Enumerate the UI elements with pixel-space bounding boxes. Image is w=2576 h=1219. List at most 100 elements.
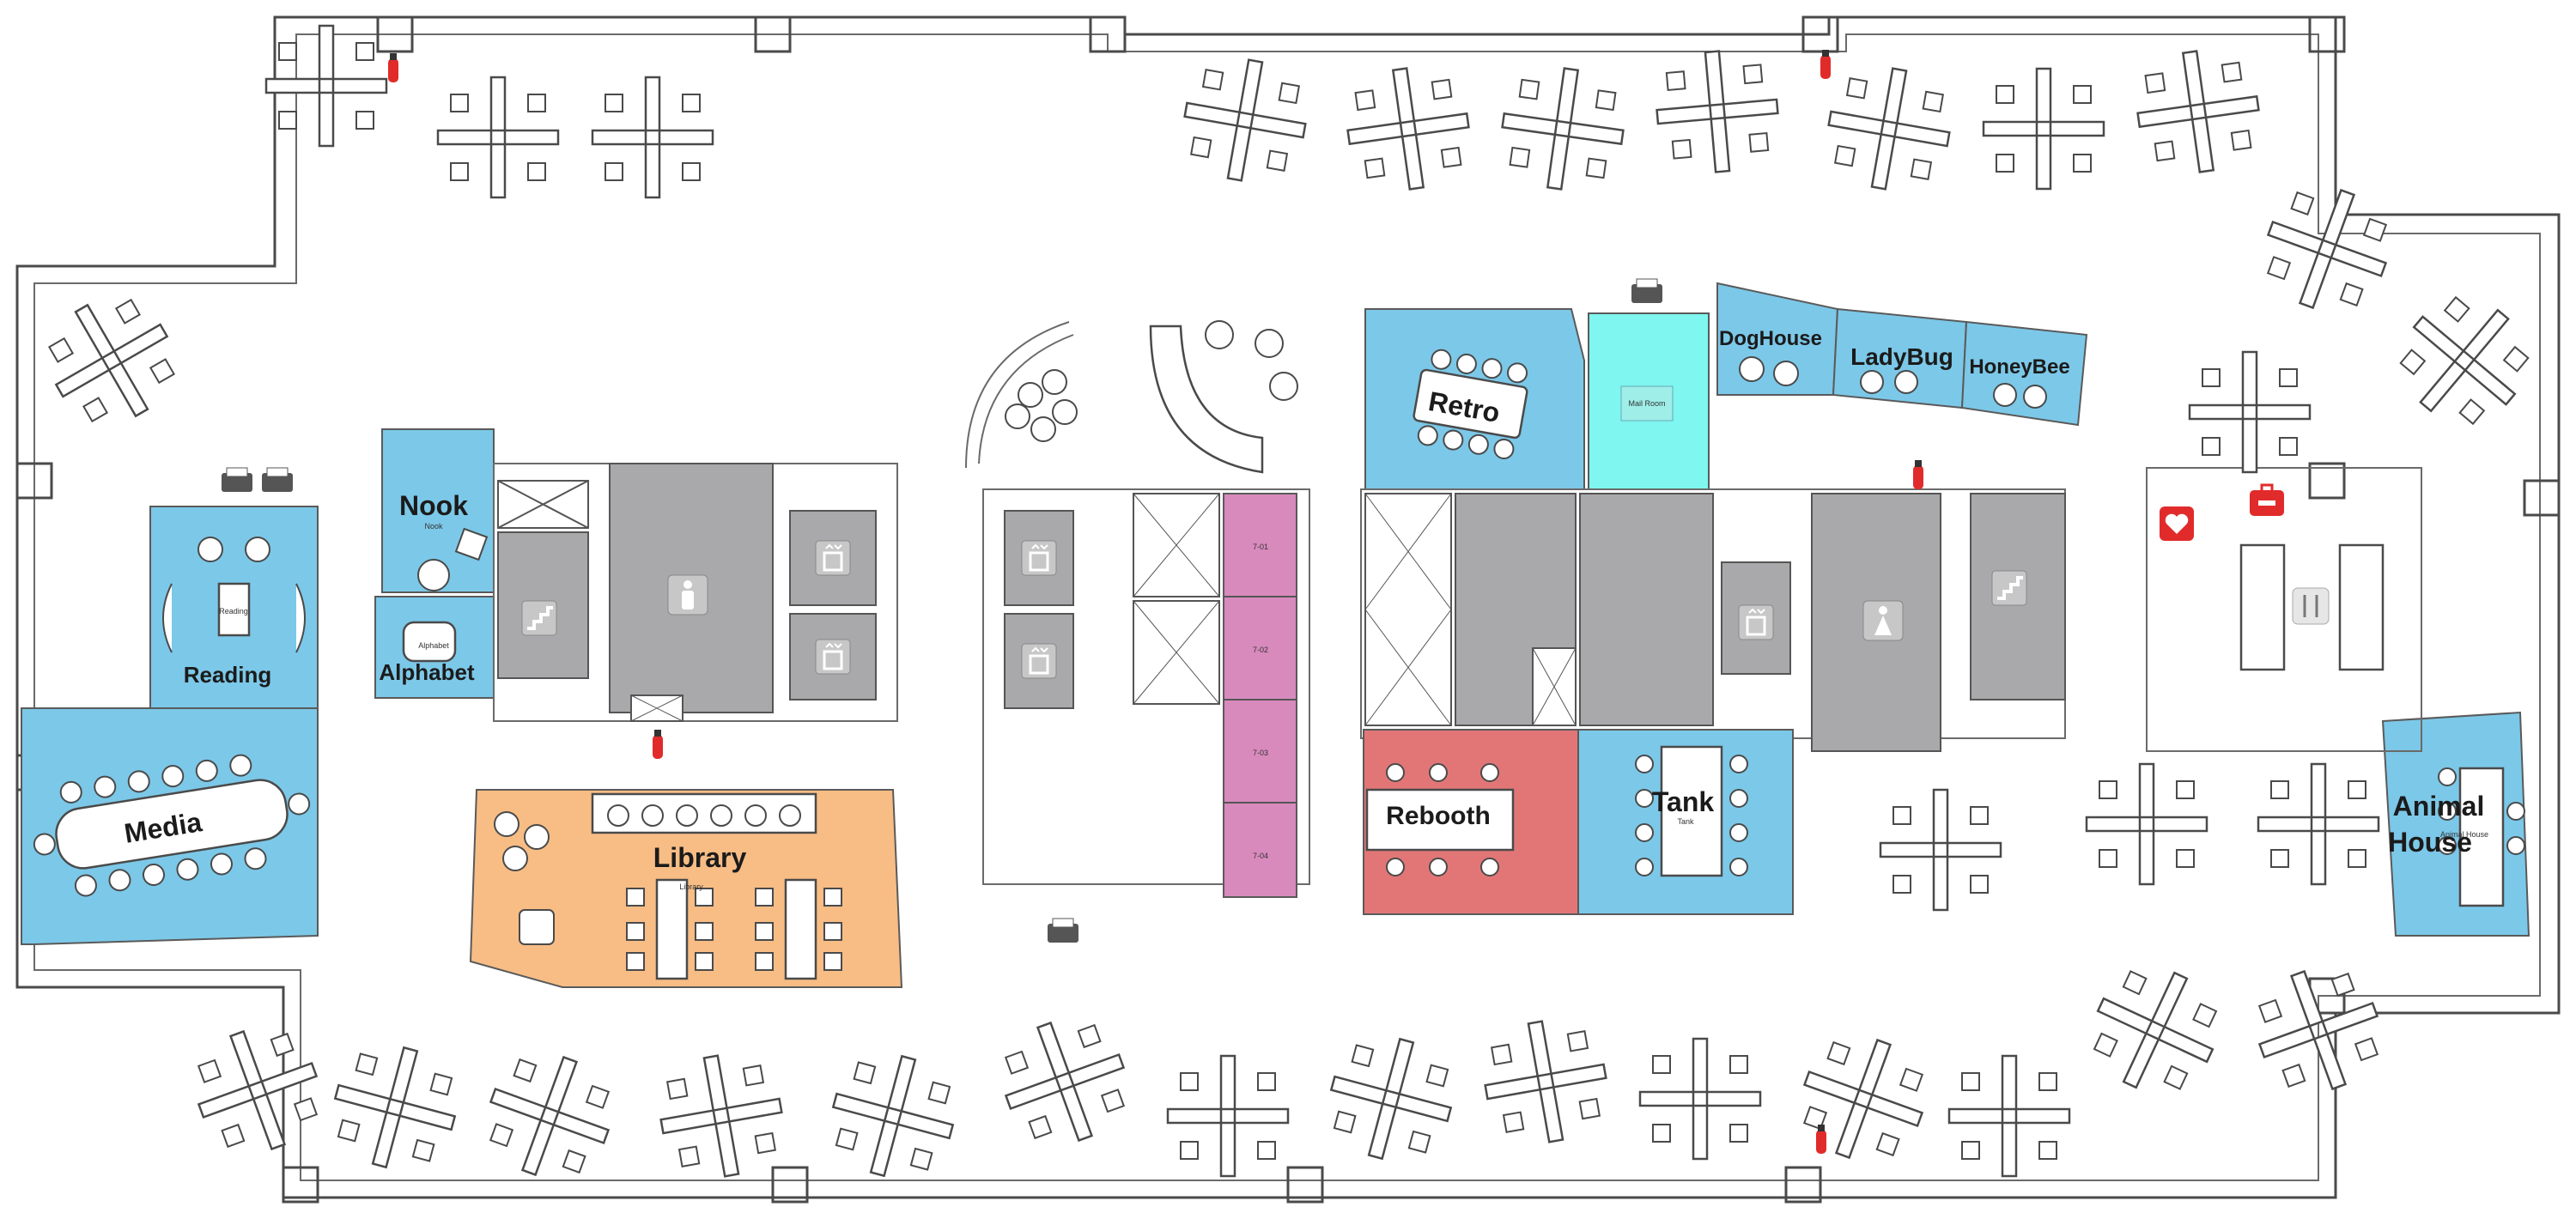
chair [2279, 437, 2298, 456]
desk [112, 323, 169, 365]
desk [1802, 1070, 1861, 1105]
kitchen-icon [2292, 587, 2330, 625]
room-mailroom[interactable]: Mail Room [1588, 312, 1710, 490]
workstation-cluster [591, 76, 714, 199]
room-tank[interactable]: Tank Tank [1577, 729, 1794, 915]
chair [1266, 149, 1289, 172]
desk [264, 77, 321, 94]
fire-extinguisher-icon [1913, 460, 1923, 489]
desk [1501, 112, 1558, 136]
workstation-cluster [1166, 1054, 1290, 1178]
chair [2192, 1003, 2218, 1028]
desk [252, 1093, 287, 1151]
desk [1413, 112, 1470, 136]
chair [2279, 368, 2298, 387]
room-alphabet[interactable]: Alphabet Alphabet [374, 596, 495, 699]
desk [1249, 113, 1307, 139]
room-ladybug[interactable]: LadyBug [1832, 307, 1968, 409]
chair [1407, 1130, 1431, 1154]
desk [1567, 121, 1625, 146]
chair [2348, 780, 2366, 799]
tank-sublabel: Tank [1677, 817, 1694, 826]
chair [1201, 69, 1224, 91]
desk [1947, 1107, 2004, 1125]
chair [665, 1077, 689, 1101]
chair [1729, 1124, 1748, 1143]
chair [1180, 1072, 1199, 1091]
chair [1826, 1040, 1851, 1066]
chair [355, 111, 374, 130]
chair [1970, 806, 1989, 825]
desk [2312, 1033, 2348, 1091]
chair [1802, 1106, 1828, 1131]
chair [1351, 1044, 1375, 1068]
desk [1704, 50, 1725, 107]
room-honeybee[interactable]: HoneyBee [1960, 320, 2088, 427]
desk [1400, 133, 1425, 191]
workstation-cluster [2085, 762, 2208, 886]
phone-booth-label: 7-04 [1253, 852, 1268, 860]
desk [489, 76, 507, 132]
desk [2310, 829, 2327, 886]
west-core [493, 463, 898, 722]
ladybug-label: LadyBug [1850, 343, 1953, 370]
room-rebooth[interactable]: Rebooth [1363, 729, 1579, 915]
workstation-cluster [2266, 188, 2388, 310]
desk [2150, 971, 2189, 1028]
chair [1364, 157, 1386, 179]
room-media[interactable]: Media [21, 707, 319, 945]
chair [1278, 82, 1301, 105]
chair [1748, 132, 1770, 153]
desk [2085, 816, 2142, 833]
elevator-icon [815, 540, 851, 576]
chair [197, 1058, 222, 1083]
desk [2257, 816, 2313, 833]
desk [2014, 1107, 2071, 1125]
desk [1656, 104, 1713, 125]
chair [1893, 806, 1911, 825]
elevator-icon [1021, 643, 1057, 679]
chair [114, 298, 141, 324]
chair [605, 162, 623, 181]
desk [331, 77, 388, 94]
desk [544, 1055, 579, 1113]
desk [2255, 403, 2312, 421]
desk [1226, 124, 1252, 182]
chair [835, 1127, 859, 1151]
chair [2266, 256, 2292, 281]
room-library[interactable]: Library Library [469, 789, 903, 988]
chair [2443, 295, 2470, 323]
desk [2202, 94, 2260, 119]
chair [513, 1058, 538, 1083]
room-doghouse[interactable]: DogHouse [1716, 282, 1839, 396]
desk [54, 356, 111, 398]
desk [1527, 1020, 1552, 1077]
desk [1233, 1107, 1290, 1125]
chair [2339, 282, 2364, 307]
desk [2035, 67, 2052, 124]
desk [1722, 98, 1779, 119]
desk [896, 1109, 955, 1140]
chair [1566, 1030, 1589, 1052]
desk [2152, 816, 2208, 833]
phone-booth-label: 7-02 [1253, 646, 1268, 654]
desk [1870, 133, 1896, 191]
desk [2412, 315, 2465, 363]
workstation-cluster [1947, 1054, 2071, 1178]
room-reading[interactable]: Reading Reading [149, 506, 319, 713]
desk [2257, 1024, 2316, 1059]
room-animalhouse[interactable]: Animal House Animal House [2381, 711, 2530, 937]
desk [2462, 308, 2510, 361]
desk [2138, 762, 2155, 819]
chair [2144, 72, 2166, 94]
room-nook[interactable]: Nook Nook [381, 428, 495, 593]
desk [714, 1120, 740, 1178]
chair [489, 1123, 514, 1148]
desk [1882, 67, 1908, 124]
desk [1692, 1037, 1709, 1094]
chair [682, 162, 701, 181]
room-retro[interactable]: Retro [1364, 308, 1585, 490]
desk [2001, 1054, 2018, 1111]
desk [2136, 104, 2194, 129]
chair [1578, 1097, 1601, 1120]
